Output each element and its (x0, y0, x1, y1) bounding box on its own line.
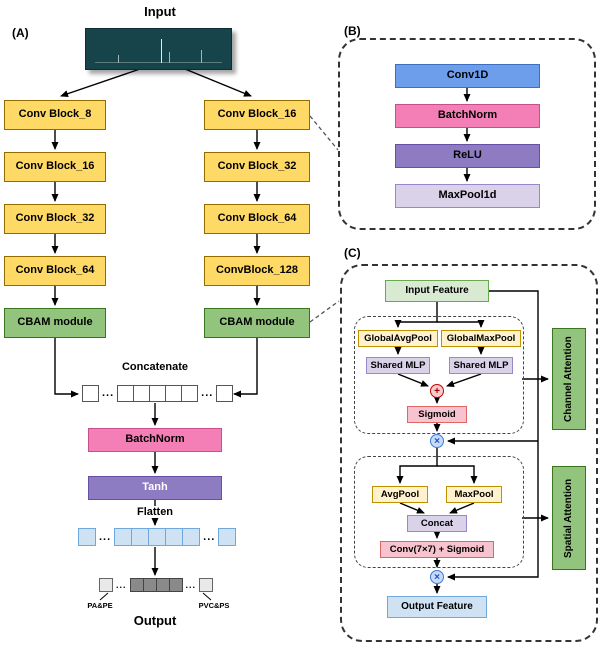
class-cell (142, 578, 157, 592)
feature-cell (165, 385, 183, 402)
node-cbam-module-left: CBAM module (4, 308, 106, 338)
class-cell (168, 578, 183, 592)
feature-cell (131, 528, 150, 546)
concatenate-label: Concatenate (121, 361, 189, 373)
node-cbam-module-right: CBAM module (204, 308, 310, 338)
feature-cell (82, 385, 99, 402)
node-concat: Concat (407, 515, 467, 532)
node-batchnorm-b: BatchNorm (395, 104, 540, 128)
node-global-max-pool: GlobalMaxPool (441, 330, 521, 347)
flatten-feature-row: ... ... (78, 528, 237, 546)
spectrum-spike (161, 39, 163, 63)
panel-c-box (340, 264, 598, 642)
concat-feature-row: ... ... (82, 385, 234, 402)
class-cell (155, 578, 170, 592)
node-maxpool1d: MaxPool1d (395, 184, 540, 208)
class-label-left: PA&PE (87, 601, 113, 610)
spectrum-spike (117, 55, 119, 63)
flatten-label: Flatten (125, 506, 185, 518)
ellipsis: ... (201, 387, 214, 399)
node-conv-block-64-right: Conv Block_64 (204, 204, 310, 234)
channel-attention-label-node: Channel Attention (552, 328, 586, 430)
input-spectrum-image (85, 28, 232, 70)
feature-cell (181, 385, 199, 402)
feature-cell (165, 528, 184, 546)
spectrum-spike (168, 52, 170, 63)
node-batchnorm-a: BatchNorm (88, 428, 222, 452)
multiply-op-spatial: × (430, 570, 444, 584)
node-conv-block-64-left: Conv Block_64 (4, 256, 106, 286)
feature-cell (117, 385, 135, 402)
node-conv1d: Conv1D (395, 64, 540, 88)
multiply-op-channel: × (430, 434, 444, 448)
node-sigmoid: Sigmoid (407, 406, 467, 423)
class-cell (99, 578, 113, 592)
node-conv-block-8: Conv Block_8 (4, 100, 106, 130)
feature-cell (218, 528, 237, 546)
panel-c-label: (C) (344, 246, 361, 260)
panel-b-box (338, 38, 596, 230)
channel-attention-box (354, 316, 524, 434)
node-conv-block-32-left: Conv Block_32 (4, 204, 106, 234)
node-conv-block-16-left: Conv Block_16 (4, 152, 106, 182)
node-conv-block-16-right: Conv Block_16 (204, 100, 310, 130)
node-relu: ReLU (395, 144, 540, 168)
node-conv-block-32-right: Conv Block_32 (204, 152, 310, 182)
node-global-avg-pool: GlobalAvgPool (358, 330, 438, 347)
feature-cell (114, 528, 133, 546)
feature-cell (216, 385, 234, 402)
ellipsis: ... (203, 531, 216, 543)
node-conv-block-128: ConvBlock_128 (204, 256, 310, 286)
feature-cell (149, 385, 167, 402)
node-conv7x7-sigmoid: Conv(7×7) + Sigmoid (380, 541, 494, 558)
ellipsis: ... (116, 580, 127, 590)
class-cell (129, 578, 144, 592)
node-max-pool: MaxPool (446, 486, 502, 503)
node-avg-pool: AvgPool (372, 486, 428, 503)
ellipsis: ... (99, 531, 112, 543)
spectrum-baseline (94, 62, 223, 63)
node-tanh: Tanh (88, 476, 222, 500)
ellipsis: ... (102, 387, 115, 399)
class-score-row: ... ... (99, 578, 214, 592)
input-label: Input (144, 4, 176, 19)
spatial-attention-label-node: Spatial Attention (552, 466, 586, 570)
node-shared-mlp-2: Shared MLP (449, 357, 513, 374)
node-input-feature: Input Feature (385, 280, 489, 302)
node-output-feature: Output Feature (387, 596, 487, 618)
feature-cell (78, 528, 96, 546)
spectrum-spike (200, 50, 202, 63)
class-cell (199, 578, 214, 592)
node-shared-mlp-1: Shared MLP (366, 357, 430, 374)
spatial-attention-box (354, 456, 524, 568)
elementwise-add-op: + (430, 384, 444, 398)
class-label-right: PVC&PS (198, 601, 230, 610)
feature-cell (148, 528, 167, 546)
panel-a-label: (A) (12, 26, 29, 40)
output-label: Output (133, 613, 177, 628)
ellipsis: ... (185, 580, 197, 590)
feature-cell (133, 385, 151, 402)
feature-cell (182, 528, 201, 546)
panel-b-label: (B) (344, 24, 361, 38)
